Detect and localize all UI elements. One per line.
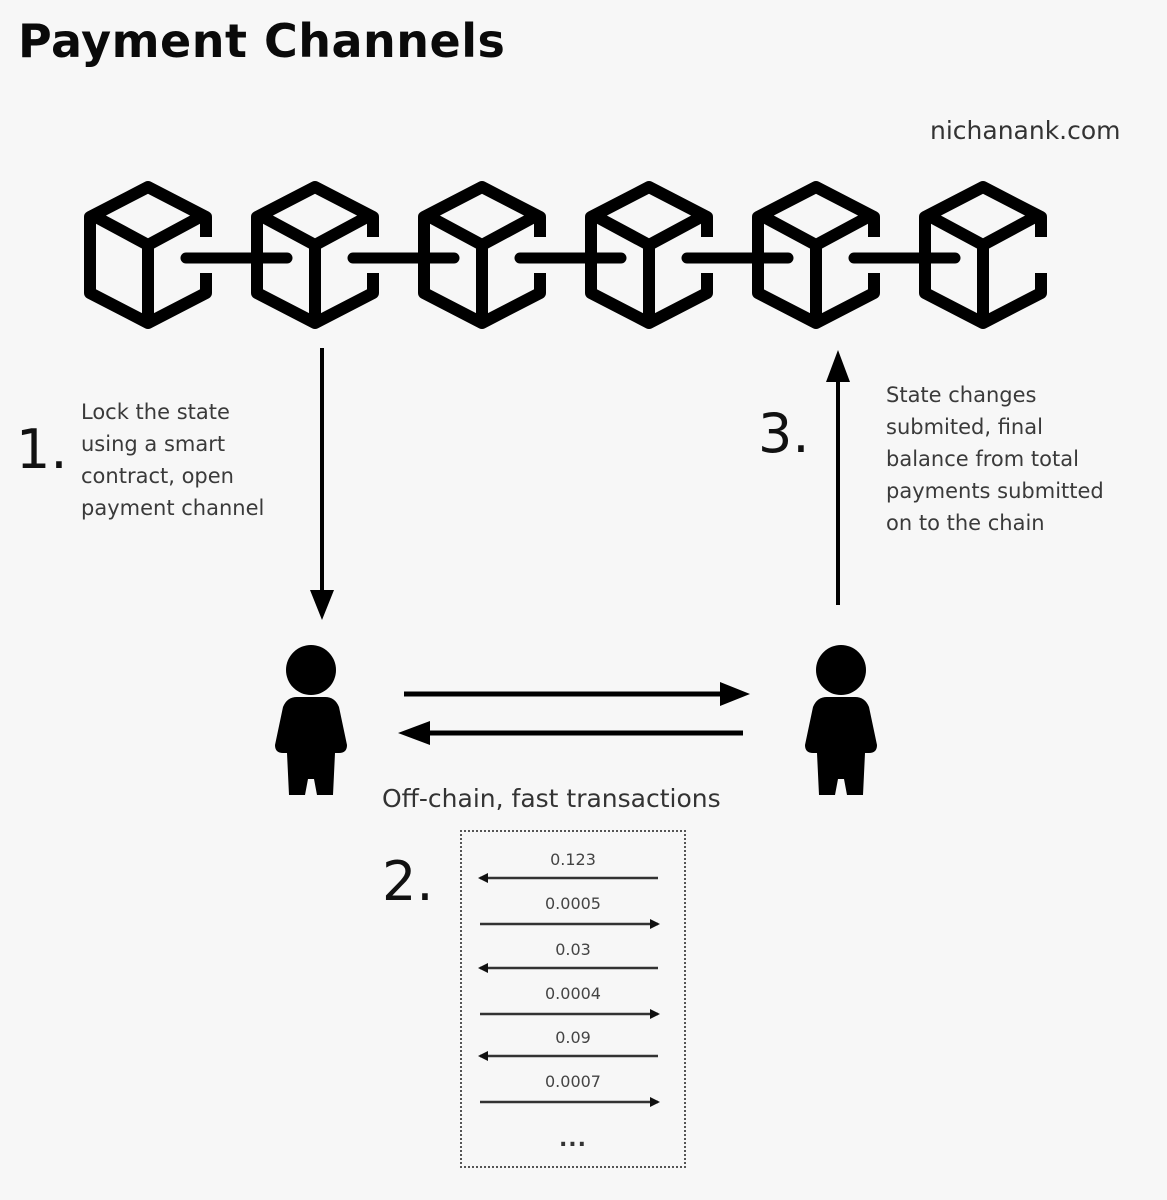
transaction-arrow-right bbox=[480, 919, 660, 929]
person-icon bbox=[805, 645, 877, 795]
diagram-title: Payment Channels bbox=[18, 14, 506, 68]
transaction-list: 0.123 0.0005 0.03 0.0004 0.09 0.0007 ... bbox=[460, 830, 686, 1168]
step-1-number: 1. bbox=[16, 418, 68, 481]
step-1-line: Lock the state bbox=[81, 400, 230, 424]
transaction-amount: 0.09 bbox=[555, 1028, 591, 1047]
transaction-amount: 0.03 bbox=[555, 940, 591, 959]
step-3-line: balance from total bbox=[886, 447, 1079, 471]
credit-text: nichanank.com bbox=[930, 116, 1121, 145]
cube-block-icon bbox=[84, 181, 212, 329]
offchain-arrow-right bbox=[404, 682, 750, 706]
transaction-arrows bbox=[478, 873, 660, 1107]
offchain-label: Off-chain, fast transactions bbox=[382, 784, 721, 813]
step-3-line: on to the chain bbox=[886, 511, 1045, 535]
transaction-amount: 0.0005 bbox=[545, 894, 601, 913]
transaction-arrow-right bbox=[480, 1097, 660, 1107]
step-3-line: submited, final bbox=[886, 415, 1043, 439]
step-1-line: contract, open bbox=[81, 464, 234, 488]
step-3-line: State changes bbox=[886, 383, 1037, 407]
step-1-description: Lock the state using a smart contract, o… bbox=[81, 396, 264, 524]
more-transactions-ellipsis: ... bbox=[558, 1127, 588, 1152]
submit-state-arrow bbox=[826, 350, 850, 605]
lock-state-arrow bbox=[310, 348, 334, 620]
transaction-arrow-left bbox=[478, 963, 658, 973]
blockchain bbox=[84, 181, 1047, 329]
transaction-amount: 0.0004 bbox=[545, 984, 601, 1003]
step-3-number: 3. bbox=[758, 402, 810, 465]
transaction-arrow-left bbox=[478, 873, 658, 883]
person-icon bbox=[275, 645, 347, 795]
transaction-arrow-right bbox=[480, 1009, 660, 1019]
offchain-arrow-left bbox=[398, 721, 743, 745]
transaction-arrow-left bbox=[478, 1051, 658, 1061]
transaction-amount: 0.0007 bbox=[545, 1072, 601, 1091]
step-2-number: 2. bbox=[382, 850, 434, 913]
step-3-line: payments submitted bbox=[886, 479, 1104, 503]
step-1-line: using a smart bbox=[81, 432, 226, 456]
transaction-amount: 0.123 bbox=[550, 850, 596, 869]
step-3-description: State changes submited, final balance fr… bbox=[886, 379, 1104, 539]
step-1-line: payment channel bbox=[81, 496, 265, 520]
